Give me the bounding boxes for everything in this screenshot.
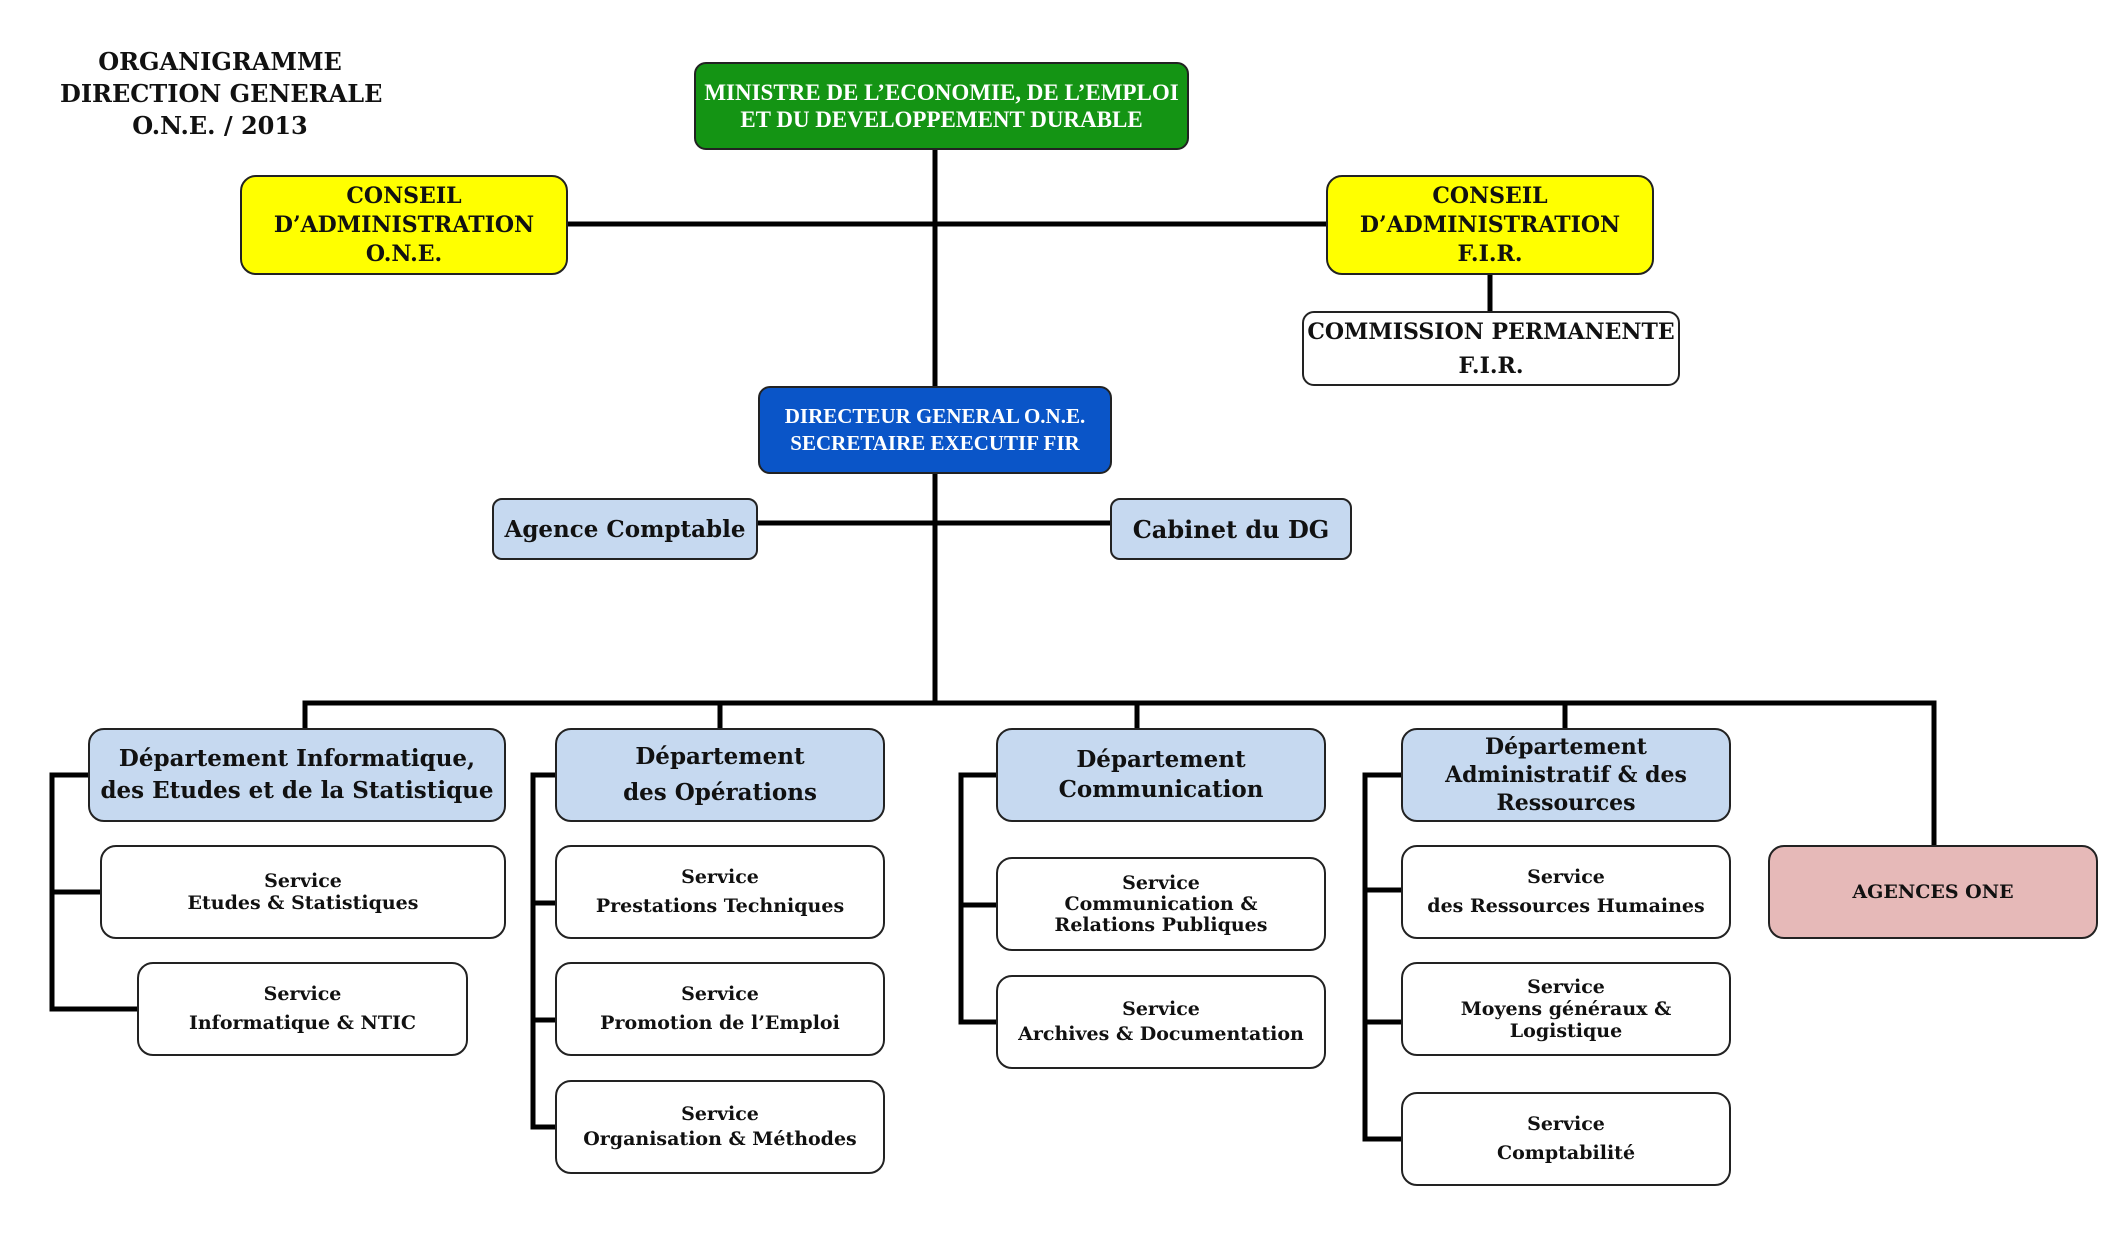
node-label: Service (681, 1103, 759, 1125)
node-service-organisation-methodes: Service Organisation & Méthodes (555, 1080, 885, 1174)
node-label: Département (1076, 746, 1246, 773)
node-label: Département (1485, 734, 1647, 760)
node-label: DIRECTEUR GENERAL O.N.E. (784, 404, 1086, 428)
node-label: O.N.E. (365, 240, 443, 267)
node-service-informatique-ntic: Service Informatique & NTIC (137, 962, 468, 1056)
node-label: D’ADMINISTRATION (1359, 211, 1621, 238)
node-conseil-one: CONSEIL D’ADMINISTRATION O.N.E. (240, 175, 568, 275)
node-label: F.I.R. (1458, 352, 1524, 379)
node-label: Organisation & Méthodes (583, 1128, 857, 1150)
title-line: O.N.E. / 2013 (132, 111, 308, 140)
node-label: Logistique (1509, 1020, 1623, 1042)
node-label: Archives & Documentation (1018, 1023, 1304, 1045)
node-agences-one: AGENCES ONE (1768, 845, 2098, 939)
node-conseil-fir: CONSEIL D’ADMINISTRATION F.I.R. (1326, 175, 1654, 275)
node-label: Service (1122, 998, 1200, 1020)
chart-title: ORGANIGRAMME DIRECTION GENERALE O.N.E. /… (60, 46, 383, 142)
node-cabinet-dg: Cabinet du DG (1110, 498, 1352, 560)
node-label: CONSEIL (346, 182, 462, 209)
node-label: Informatique & NTIC (188, 1012, 417, 1034)
node-label: F.I.R. (1457, 240, 1523, 267)
node-label: Service (681, 866, 759, 888)
node-label: Agence Comptable (504, 515, 746, 543)
node-label: Moyens généraux & (1460, 998, 1672, 1020)
node-label: Service (263, 983, 342, 1005)
node-service-prestations-techniques: Service Prestations Techniques (555, 845, 885, 939)
node-label: SECRETAIRE EXECUTIF FIR (790, 431, 1080, 455)
node-label: des Ressources Humaines (1427, 895, 1705, 917)
node-service-comptabilite: Service Comptabilité (1401, 1092, 1731, 1186)
node-label: des Etudes et de la Statistique (100, 777, 494, 804)
node-label: Cabinet du DG (1132, 514, 1330, 544)
node-departement-operations: Département des Opérations (555, 728, 885, 822)
node-label: Service (1122, 871, 1200, 894)
node-label: Service (264, 870, 342, 892)
node-service-moyens-generaux: Service Moyens généraux & Logistique (1401, 962, 1731, 1056)
node-service-ressources-humaines: Service des Ressources Humaines (1401, 845, 1731, 939)
node-label: CONSEIL (1432, 182, 1548, 209)
node-label: MINISTRE DE L’ECONOMIE, DE L’EMPLOI (704, 80, 1179, 105)
node-label: Service (1527, 866, 1605, 888)
node-label: Département Informatique, (118, 745, 476, 772)
node-label: Prestations Techniques (595, 895, 845, 917)
node-ministre: MINISTRE DE L’ECONOMIE, DE L’EMPLOI ET D… (694, 62, 1189, 150)
node-label: Département (635, 743, 805, 770)
node-label: Relations Publiques (1054, 913, 1268, 936)
title-line: ORGANIGRAMME (98, 47, 342, 76)
node-departement-communication: Département Communication (996, 728, 1326, 822)
node-label: des Opérations (623, 779, 817, 806)
node-commission-permanente: COMMISSION PERMANENTE F.I.R. (1302, 311, 1680, 386)
node-label: D’ADMINISTRATION (273, 211, 535, 238)
node-agence-comptable: Agence Comptable (492, 498, 758, 560)
node-service-promotion-emploi: Service Promotion de l’Emploi (555, 962, 885, 1056)
node-departement-informatique: Département Informatique, des Etudes et … (88, 728, 506, 822)
node-service-archives-documentation: Service Archives & Documentation (996, 975, 1326, 1069)
node-label: Ressources (1496, 790, 1636, 816)
node-departement-administratif: Département Administratif & des Ressourc… (1401, 728, 1731, 822)
node-label: Communication (1058, 776, 1264, 803)
node-label: Communication & (1064, 892, 1258, 915)
node-label: AGENCES ONE (1852, 881, 2014, 903)
node-label: Service (1527, 1113, 1605, 1135)
node-label: Administratif & des (1445, 762, 1687, 788)
node-service-etudes-statistiques: Service Etudes & Statistiques (100, 845, 506, 939)
node-label: COMMISSION PERMANENTE (1307, 318, 1675, 345)
title-line: DIRECTION GENERALE (60, 79, 383, 108)
node-label: ET DU DEVELOPPEMENT DURABLE (740, 107, 1143, 132)
node-label: Service (681, 983, 759, 1005)
node-label: Etudes & Statistiques (187, 892, 419, 914)
node-directeur-general: DIRECTEUR GENERAL O.N.E. SECRETAIRE EXEC… (758, 386, 1112, 474)
node-label: Service (1527, 976, 1605, 998)
node-label: Promotion de l’Emploi (600, 1012, 840, 1034)
node-label: Comptabilité (1496, 1142, 1636, 1164)
node-service-communication-relations: Service Communication & Relations Publiq… (996, 857, 1326, 951)
